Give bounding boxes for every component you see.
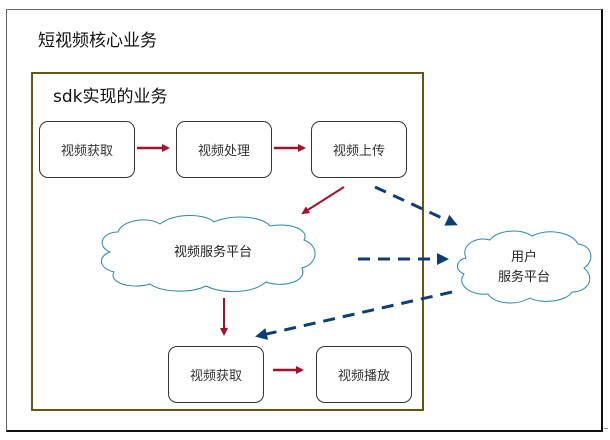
user-platform-label-line1: 用户 xyxy=(510,250,537,265)
user-platform-cloud xyxy=(457,230,592,304)
box-video-capture-bottom-label: 视频获取 xyxy=(189,369,242,384)
arrow-upload-to-platform xyxy=(301,186,345,215)
sdk-business-title: sdk实现的业务 xyxy=(53,87,168,107)
sdk-business-container xyxy=(31,72,424,411)
resize-corner-mark xyxy=(604,428,608,429)
box-video-capture[interactable]: 视频获取 xyxy=(39,121,135,178)
box-video-capture-bottom[interactable]: 视频获取 xyxy=(168,346,264,403)
dashed-arrow-user-platform-to-capture xyxy=(255,290,453,340)
box-video-playback-label: 视频播放 xyxy=(337,369,390,384)
dashed-arrow-upload-to-user-platform xyxy=(374,185,458,226)
box-video-playback[interactable]: 视频播放 xyxy=(316,346,412,403)
box-video-upload[interactable]: 视频上传 xyxy=(311,121,407,178)
box-video-upload-label: 视频上传 xyxy=(332,144,385,159)
video-platform-cloud xyxy=(101,215,316,293)
core-business-container xyxy=(6,9,603,432)
user-platform-label-line2: 服务平台 xyxy=(497,270,550,285)
box-video-capture-label: 视频获取 xyxy=(60,144,113,159)
video-platform-label: 视频服务平台 xyxy=(173,245,252,260)
box-video-processing-label: 视频处理 xyxy=(197,144,250,159)
core-business-title: 短视频核心业务 xyxy=(38,31,157,51)
box-video-processing[interactable]: 视频处理 xyxy=(176,121,272,178)
